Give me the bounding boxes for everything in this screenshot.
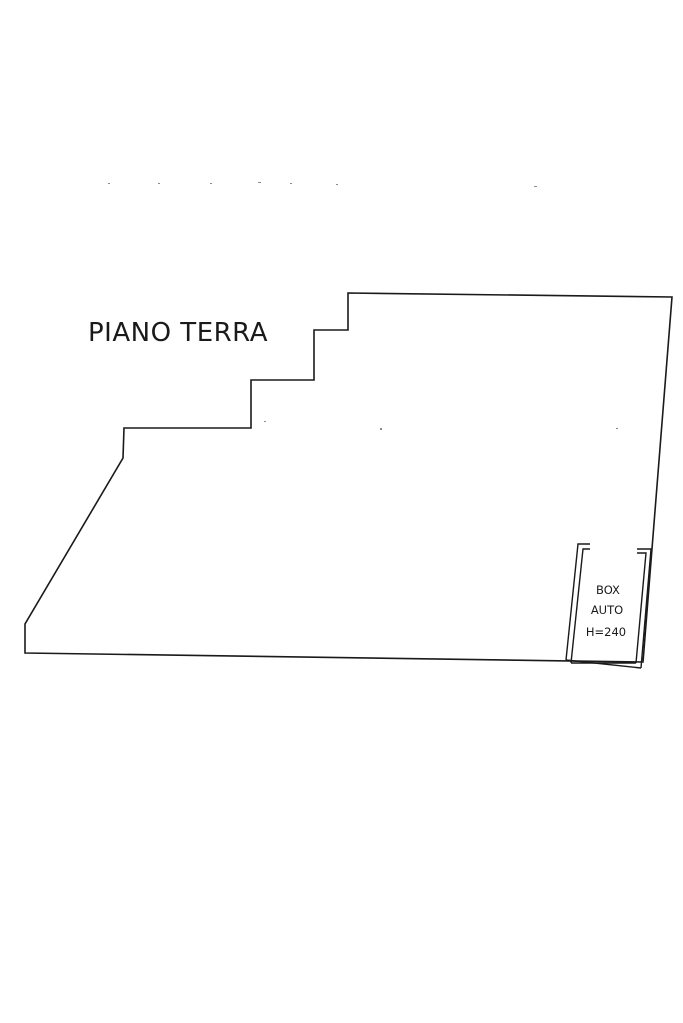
room-label-line-3: H=240	[586, 625, 626, 639]
floor-label: PIANO TERRA	[88, 318, 268, 348]
room-label-line-2: AUTO	[591, 603, 623, 617]
room-label-line-1: BOX	[596, 583, 620, 597]
room-label-box-auto: BOX AUTO H=240	[586, 583, 626, 639]
scan-specks	[108, 182, 618, 430]
box-auto-walls	[565, 543, 652, 669]
floor-outline	[24, 292, 673, 663]
